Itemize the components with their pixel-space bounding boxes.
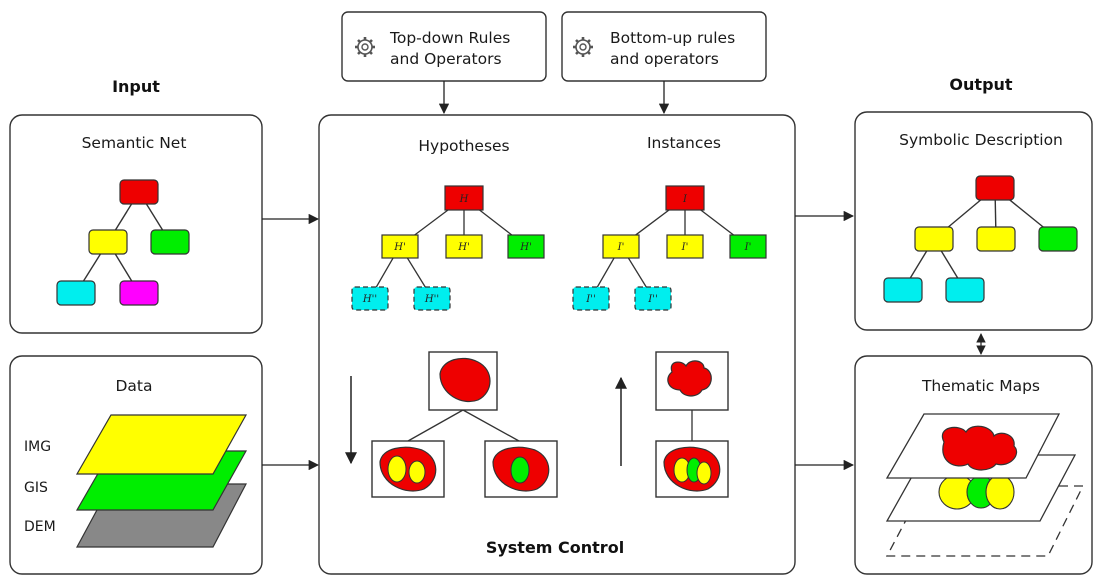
- semantic-net-box: Semantic Net: [9, 114, 263, 334]
- system-control-box: Hypotheses Instances System Control H H'…: [318, 114, 796, 575]
- bottom-up-rules-box: Bottom-up rules and operators: [561, 11, 767, 82]
- symbolic-description-box: Symbolic Description: [854, 111, 1093, 331]
- bottom-up-merging: [615, 351, 729, 498]
- output-heading: Output: [949, 75, 1012, 94]
- input-heading: Input: [112, 77, 160, 96]
- hypothesis-node: H': [519, 242, 531, 253]
- top-down-label-line1: Top-down Rules: [389, 29, 510, 47]
- layer-label-dem: DEM: [24, 519, 56, 535]
- instance-node: I'': [647, 294, 657, 305]
- semantic-net-title: Semantic Net: [82, 134, 187, 152]
- layer-label-gis: GIS: [24, 480, 48, 496]
- top-down-segmentation: [345, 351, 558, 498]
- top-down-label-line2: and Operators: [390, 50, 502, 68]
- top-down-rules-box: Top-down Rules and Operators: [341, 11, 547, 82]
- symbolic-description-title: Symbolic Description: [899, 131, 1063, 149]
- instance-node: I: [682, 194, 688, 205]
- hypothesis-node: H'': [424, 294, 439, 305]
- instances-title: Instances: [647, 134, 721, 152]
- hypothesis-node: H': [457, 242, 469, 253]
- system-control-title: System Control: [486, 538, 624, 557]
- data-title: Data: [115, 377, 152, 395]
- instance-node: I': [681, 242, 689, 253]
- thematic-maps-box: Thematic Maps: [854, 355, 1093, 575]
- bottom-up-label-line1: Bottom-up rules: [610, 29, 735, 47]
- instance-node: I': [617, 242, 625, 253]
- hypotheses-title: Hypotheses: [418, 137, 509, 155]
- hypothesis-node: H': [393, 242, 405, 253]
- instances-tree: I I' I' I' I'' I'': [572, 185, 767, 311]
- layer-label-img: IMG: [24, 439, 51, 455]
- bottom-up-label-line2: and operators: [610, 50, 719, 68]
- instance-node: I'': [585, 294, 595, 305]
- data-box: Data IMG GIS DEM: [9, 355, 263, 575]
- img-layer: [75, 414, 248, 475]
- hypotheses-tree: H H' H' H' H'' H'': [351, 185, 545, 311]
- hypothesis-node: H: [459, 194, 469, 205]
- hypothesis-node: H'': [362, 294, 377, 305]
- instance-node: I': [744, 242, 752, 253]
- thematic-maps-title: Thematic Maps: [921, 377, 1040, 395]
